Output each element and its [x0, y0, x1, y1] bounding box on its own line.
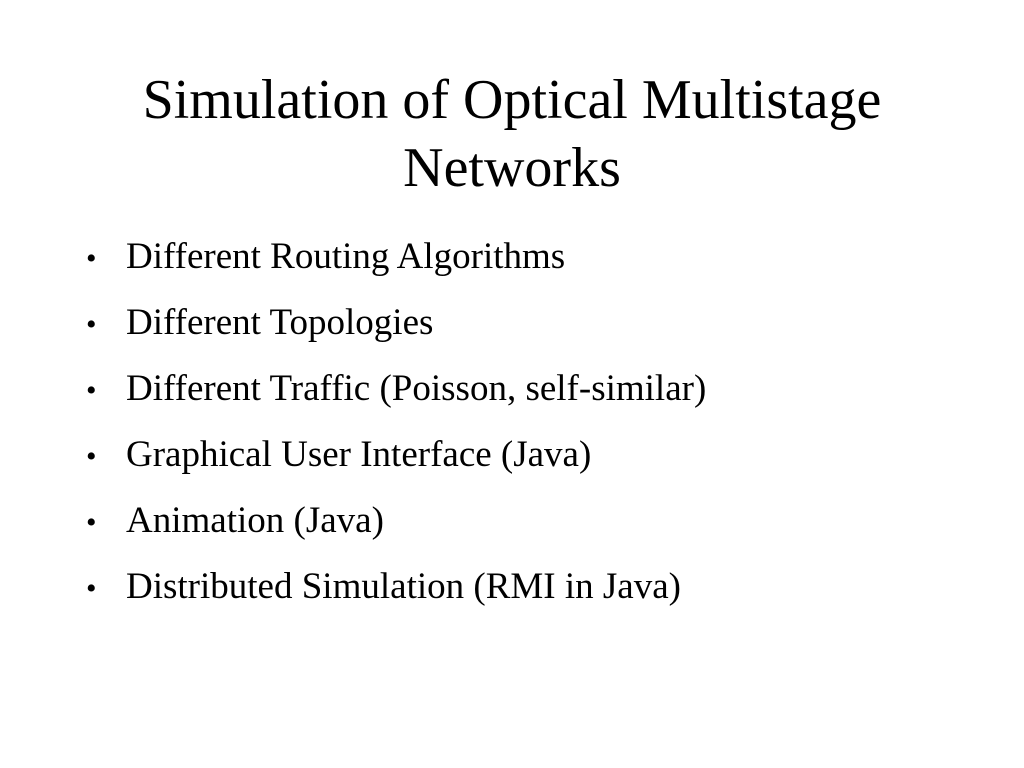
bullet-item: • Different Traffic (Poisson, self-simil…	[86, 358, 966, 424]
bullet-icon: •	[86, 572, 97, 605]
bullet-list: • Different Routing Algorithms • Differe…	[86, 226, 966, 622]
bullet-text: Different Routing Algorithms	[126, 236, 566, 277]
bullet-text: Distributed Simulation (RMI in Java)	[126, 566, 681, 607]
bullet-item: • Different Topologies	[86, 292, 966, 358]
bullet-item: • Distributed Simulation (RMI in Java)	[86, 556, 966, 622]
bullet-icon: •	[86, 374, 97, 407]
bullet-item: • Animation (Java)	[86, 490, 966, 556]
bullet-text: Different Topologies	[126, 302, 434, 343]
slide-title: Simulation of Optical Multistage Network…	[142, 69, 882, 199]
bullet-item: • Graphical User Interface (Java)	[86, 424, 966, 490]
bullet-icon: •	[86, 242, 97, 275]
bullet-text: Different Traffic (Poisson, self-similar…	[126, 368, 707, 409]
bullet-text: Graphical User Interface (Java)	[126, 434, 592, 475]
bullet-text: Animation (Java)	[126, 500, 384, 541]
bullet-icon: •	[86, 440, 97, 473]
bullet-icon: •	[86, 308, 97, 341]
bullet-item: • Different Routing Algorithms	[86, 226, 966, 292]
bullet-icon: •	[86, 506, 97, 539]
